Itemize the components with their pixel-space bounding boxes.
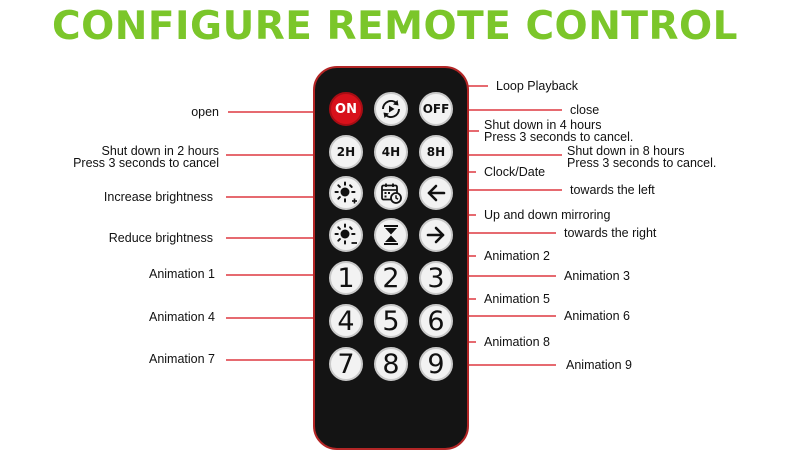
mirror-button[interactable] — [374, 218, 408, 252]
label-shut8-line1: Shut down in 8 hours — [567, 144, 685, 158]
label-open: open — [191, 105, 219, 119]
arrow-right-icon — [426, 226, 445, 244]
label-animation6: Animation 6 — [564, 309, 631, 323]
label-animation4: Animation 4 — [148, 310, 215, 324]
brightness-up-button[interactable] — [329, 176, 363, 210]
number-3-button[interactable]: 3 — [419, 261, 453, 295]
label-towards-left: towards the left — [570, 183, 655, 197]
sun-plus-icon — [334, 181, 357, 204]
number-2-button[interactable]: 2 — [374, 261, 408, 295]
number-8-button[interactable]: 8 — [374, 347, 408, 381]
brightness-down-button[interactable] — [329, 218, 363, 252]
off-button[interactable]: OFF — [419, 92, 453, 126]
label-shut2-line1: Shut down in 2 hours — [101, 144, 219, 158]
label-animation9: Animation 9 — [566, 358, 633, 372]
loop-playback-icon — [382, 100, 400, 118]
page-title: CONFIGURE REMOTE CONTROL — [51, 4, 738, 49]
number-6-button[interactable]: 6 — [419, 304, 453, 338]
label-animation2: Animation 2 — [484, 249, 551, 263]
label-animation1: Animation 1 — [148, 267, 215, 281]
timer-4h-button[interactable]: 4H — [374, 135, 408, 169]
label-increase-brightness: Increase brightness — [103, 190, 213, 204]
label-close: close — [570, 103, 600, 117]
label-mirroring: Up and down mirroring — [484, 208, 611, 222]
label-animation3: Animation 3 — [564, 269, 631, 283]
sun-minus-icon — [334, 223, 357, 245]
arrow-left-icon — [427, 184, 446, 202]
label-animation8: Animation 8 — [484, 335, 551, 349]
hourglass-mirror-icon — [384, 225, 398, 245]
number-1-button[interactable]: 1 — [329, 261, 363, 295]
clock-date-button[interactable] — [374, 176, 408, 210]
label-clock-date: Clock/Date — [484, 165, 546, 179]
number-9-button[interactable]: 9 — [419, 347, 453, 381]
label-animation7: Animation 7 — [148, 352, 215, 366]
label-towards-right: towards the right — [564, 226, 657, 240]
remote-control: ON OFF 2H 4H 8H — [313, 66, 469, 450]
loop-playback-button[interactable] — [374, 92, 408, 126]
label-shut2-line2: Press 3 seconds to cancel — [73, 156, 219, 170]
label-animation5: Animation 5 — [484, 292, 551, 306]
timer-8h-button[interactable]: 8H — [419, 135, 453, 169]
number-4-button[interactable]: 4 — [329, 304, 363, 338]
calendar-clock-icon — [381, 183, 402, 204]
label-shut4-line2: Press 3 seconds to cancel. — [484, 130, 634, 144]
label-shut8-line2: Press 3 seconds to cancel. — [567, 156, 717, 170]
timer-2h-button[interactable]: 2H — [329, 135, 363, 169]
left-button[interactable] — [419, 176, 453, 210]
number-7-button[interactable]: 7 — [329, 347, 363, 381]
label-reduce-brightness: Reduce brightness — [108, 231, 213, 245]
right-button[interactable] — [419, 218, 453, 252]
on-button[interactable]: ON — [329, 92, 363, 126]
label-shut4-line1: Shut down in 4 hours — [484, 118, 602, 132]
label-loop-playback: Loop Playback — [496, 79, 579, 93]
number-5-button[interactable]: 5 — [374, 304, 408, 338]
